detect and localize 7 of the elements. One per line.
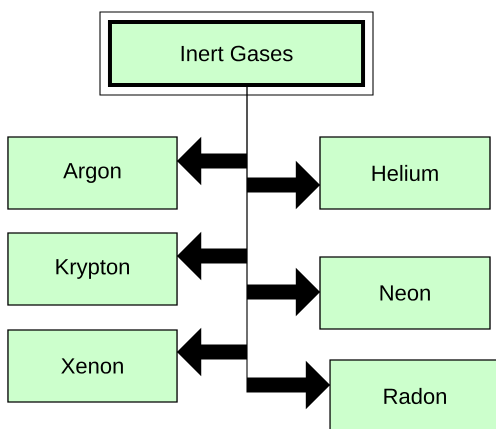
name-box: Krypton bbox=[7, 232, 178, 306]
name-box: Helium bbox=[319, 136, 491, 210]
name-box: Xenon bbox=[7, 329, 178, 403]
name-box: Neon bbox=[319, 256, 491, 330]
title-box: Inert Gases bbox=[99, 11, 374, 96]
name-box: Radon bbox=[329, 359, 496, 429]
name-box: Argon bbox=[7, 136, 178, 210]
